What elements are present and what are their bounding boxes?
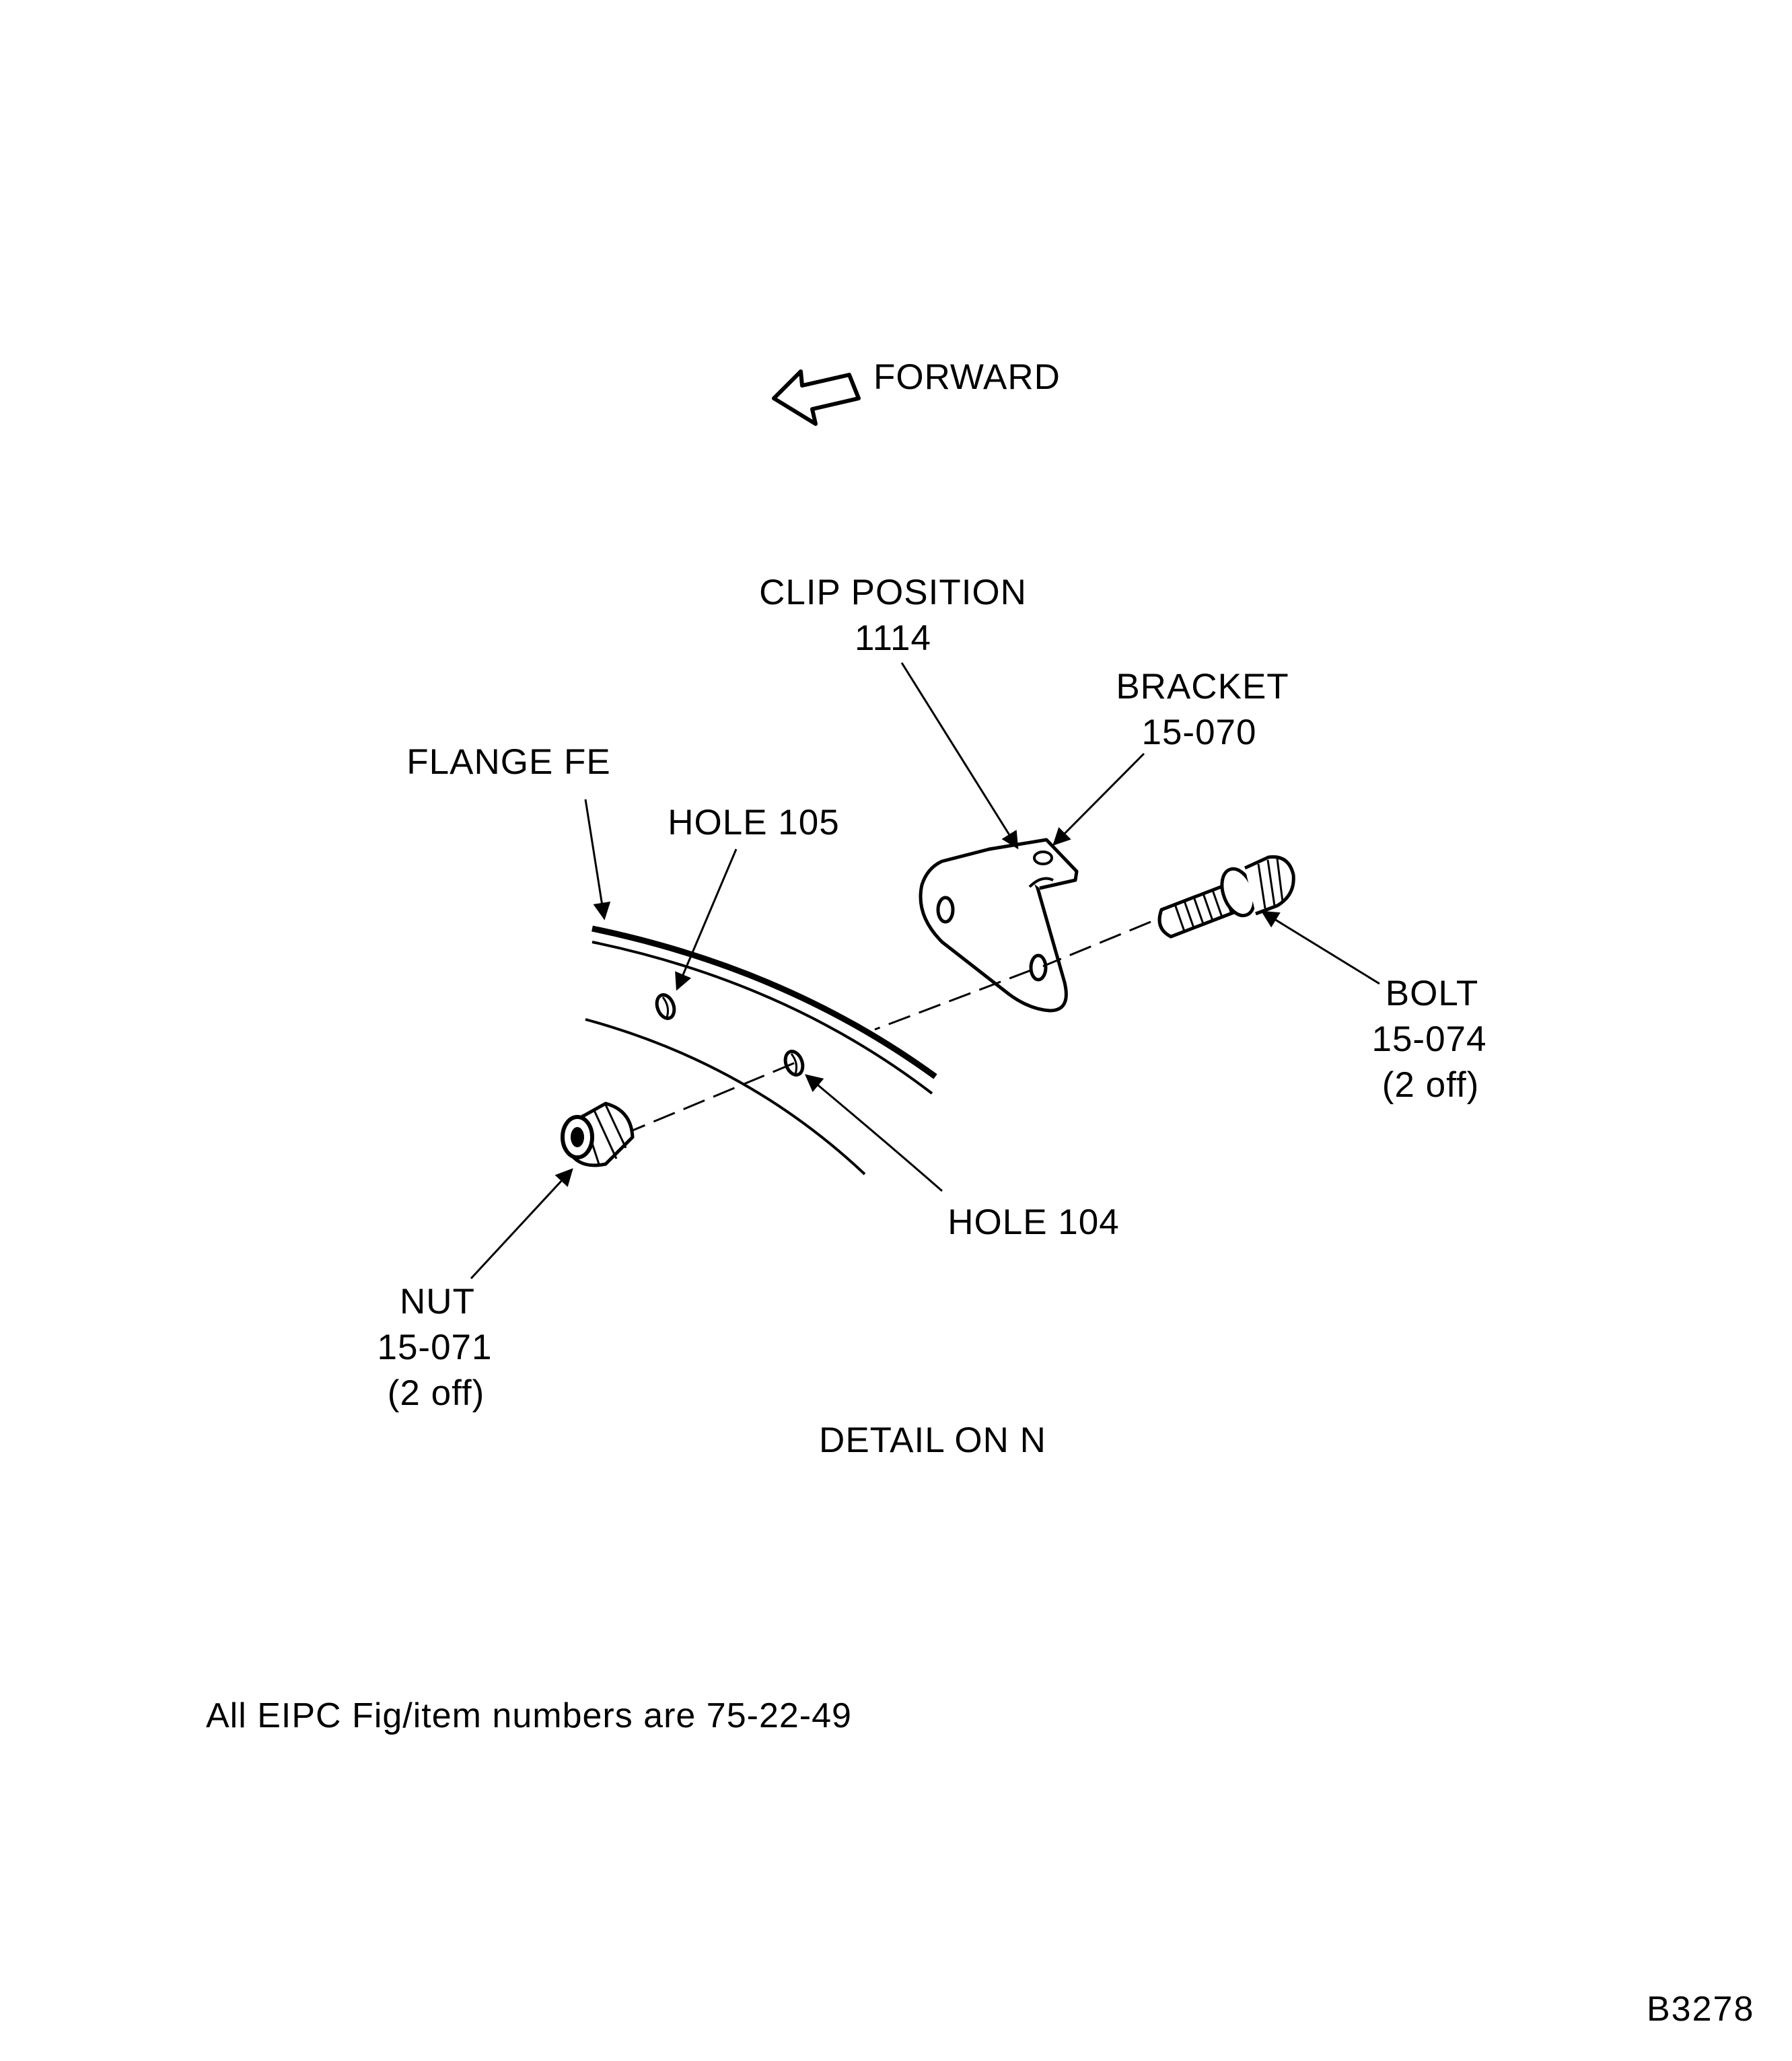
view-caption: DETAIL ON N: [819, 1420, 1046, 1460]
hole-105-label: HOLE 105: [668, 803, 840, 842]
bolt-label: BOLT: [1385, 974, 1479, 1013]
nut-part-number: 15-071: [377, 1328, 493, 1367]
hole-105: [655, 993, 676, 1020]
forward-label: FORWARD: [873, 357, 1061, 397]
assembly-centerline: [632, 920, 1151, 1132]
inner-ring: [585, 1018, 866, 1176]
clip-position-label: CLIP POSITION: [759, 573, 1027, 612]
bracket-part-number: 15-070: [1141, 713, 1257, 752]
nut-15-071: [561, 1101, 635, 1167]
flange-label: FLANGE FE: [406, 742, 611, 782]
nut-label: NUT: [400, 1282, 475, 1322]
eipc-note: All EIPC Fig/item numbers are 75-22-49: [206, 1696, 852, 1735]
bolt-part-number: 15-074: [1371, 1019, 1487, 1059]
bolt-15-074: [1157, 855, 1295, 939]
bolt-quantity: (2 off): [1382, 1065, 1480, 1105]
nut-quantity: (2 off): [387, 1373, 485, 1413]
figure-reference: B3278: [1647, 1990, 1755, 2029]
forward-arrow-icon: [772, 369, 861, 426]
clip-position-number: 1114: [854, 618, 932, 658]
flange-fe: [592, 925, 937, 1095]
hole-104-label: HOLE 104: [947, 1202, 1120, 1242]
leader-lines: [470, 662, 1380, 1280]
bracket-15-070: [919, 838, 1079, 1013]
bracket-label: BRACKET: [1116, 667, 1289, 707]
